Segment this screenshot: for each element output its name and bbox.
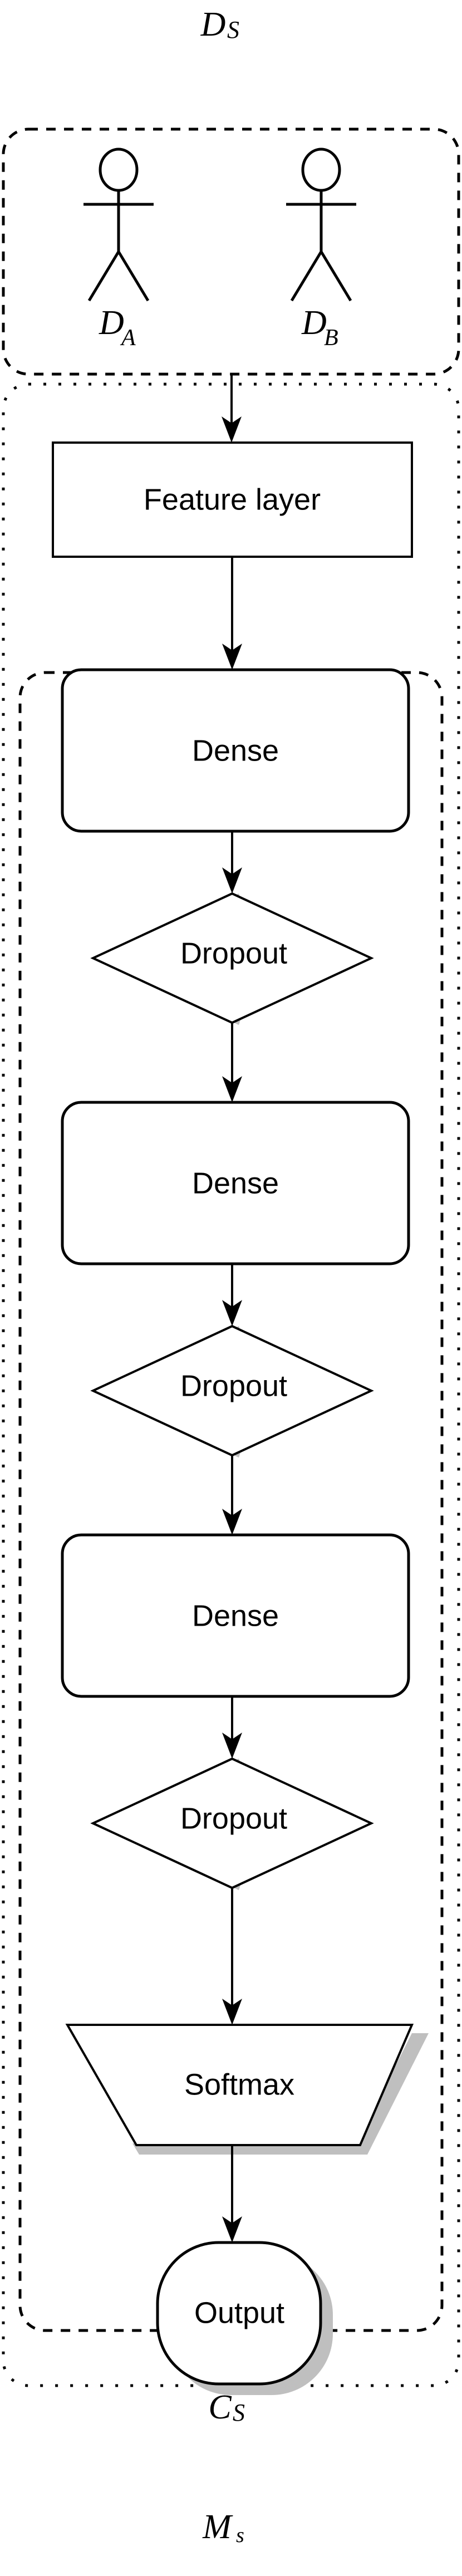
node-dense-3[interactable]: Dense (61, 1533, 410, 1698)
softmax-label: Softmax (184, 2068, 294, 2101)
stick-figure-icon (286, 148, 356, 302)
node-softmax[interactable]: Softmax (65, 2024, 429, 2155)
arrowhead-icon (222, 1999, 242, 2025)
node-output[interactable]: Output (156, 2241, 333, 2395)
dense-3-shape (61, 1533, 410, 1698)
softmax-shape (65, 2024, 414, 2146)
arrowhead-icon (222, 644, 242, 670)
dropout-2-label: Dropout (180, 1369, 287, 1402)
dense-1-label: Dense (192, 734, 279, 767)
node-feature-layer[interactable]: Feature layer (52, 441, 413, 558)
actor-b-name: D (301, 304, 327, 342)
edge-softmax-to-output (222, 2145, 242, 2243)
arrowhead-icon (222, 416, 242, 443)
group-container-source-data (2, 127, 460, 376)
group-label-classifier-name: C (208, 2388, 232, 2426)
dropout-1-label: Dropout (180, 936, 287, 970)
arrowhead-icon (222, 1300, 242, 1326)
dense-1-shape (61, 668, 410, 833)
actor-b: D B (286, 148, 356, 351)
dense-2-label: Dense (192, 1166, 279, 1200)
edge-source-to-feature (222, 374, 242, 443)
group-label-classifier-subscript: S (233, 2399, 245, 2426)
group-label-model-name: M (202, 2508, 233, 2546)
edge-feature-to-dense-1 (222, 557, 242, 670)
dropout-3-label: Dropout (180, 1802, 287, 1835)
stick-figure-icon (83, 148, 154, 302)
edge-dense-1-to-dropout-1 (222, 831, 242, 894)
arrowhead-icon (222, 1076, 242, 1102)
node-dense-2[interactable]: Dense (61, 1101, 410, 1265)
node-dropout-1[interactable]: Dropout (90, 892, 374, 1025)
actor-a: D A (83, 148, 154, 351)
arrowhead-icon (222, 1509, 242, 1535)
actor-a-name: D (99, 304, 124, 342)
feature-layer-shape (52, 441, 413, 558)
group-label-source-data-name: D (200, 6, 226, 43)
group-label-source-data: D S (200, 6, 239, 43)
group-label-model-subscript: s (236, 2524, 244, 2547)
edge-dropout-3-to-softmax (222, 1888, 242, 2025)
edge-dropout-2-to-dense-3 (222, 1455, 242, 1535)
arrowhead-icon (222, 2216, 242, 2243)
node-dense-1[interactable]: Dense (61, 668, 410, 833)
edge-dense-2-to-dropout-2 (222, 1264, 242, 1326)
arrowhead-icon (222, 1733, 242, 1759)
feature-layer-label: Feature layer (144, 483, 321, 516)
group-label-model: M s (202, 2508, 244, 2547)
node-dropout-3[interactable]: Dropout (90, 1757, 374, 1890)
output-shape (156, 2241, 322, 2386)
group-label-classifier: C S (208, 2388, 245, 2426)
actor-a-subscript: A (120, 325, 136, 351)
dense-2-shape (61, 1101, 410, 1265)
output-label: Output (194, 2296, 284, 2329)
node-dropout-2[interactable]: Dropout (90, 1324, 374, 1458)
dense-3-label: Dense (192, 1599, 279, 1632)
edge-dense-3-to-dropout-3 (222, 1696, 242, 1759)
group-label-source-data-subscript: S (227, 16, 239, 43)
actor-b-subscript: B (324, 325, 338, 351)
arrowhead-icon (222, 867, 242, 894)
edge-dropout-1-to-dense-2 (222, 1023, 242, 1102)
